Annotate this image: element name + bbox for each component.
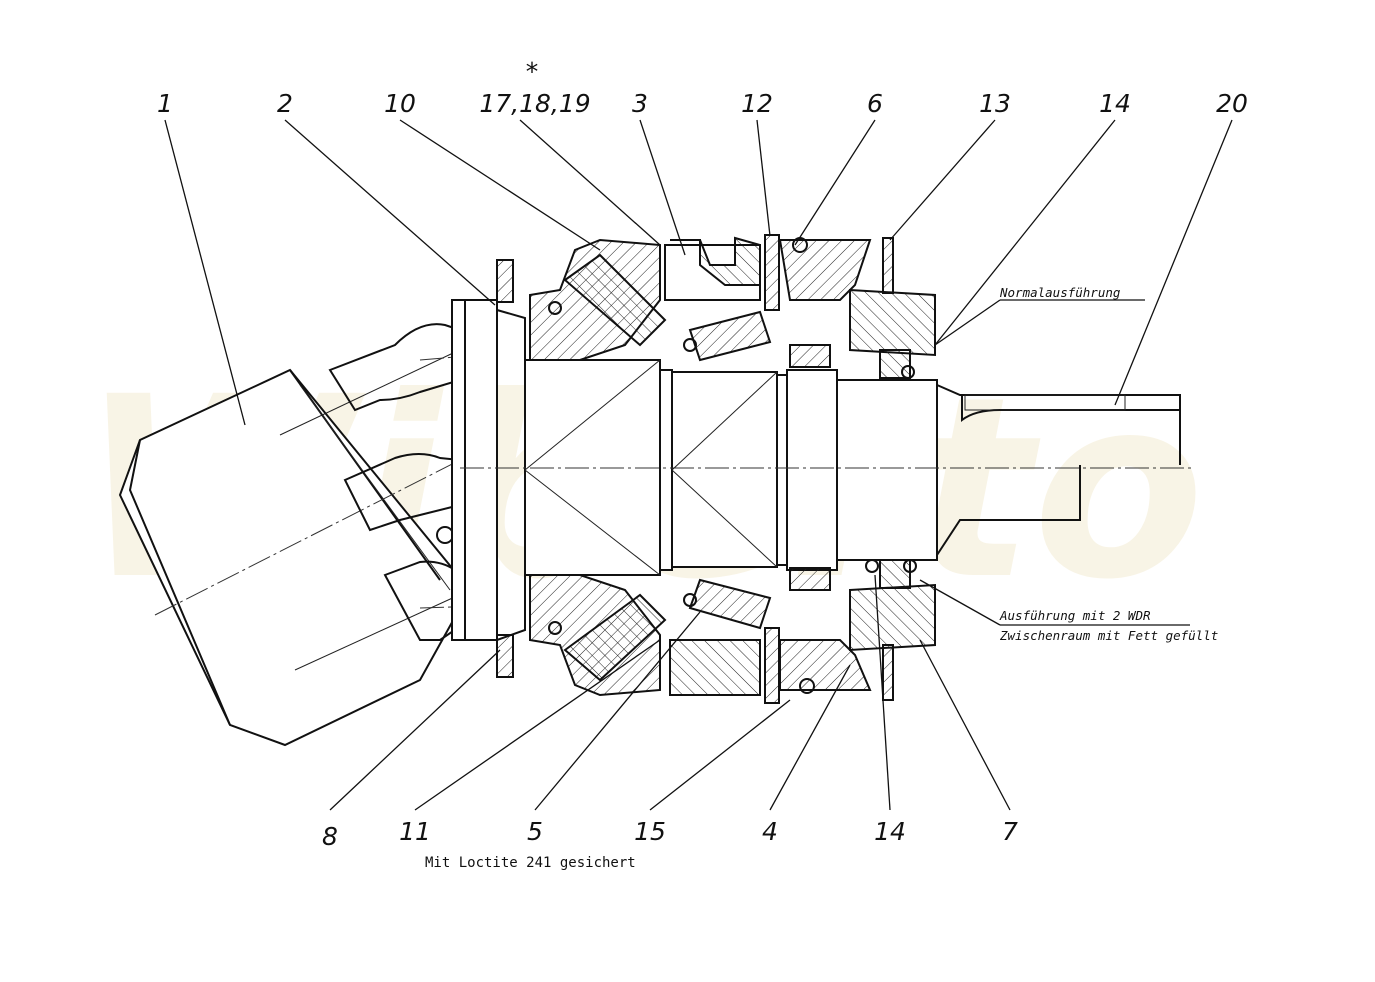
callout-11: 11 <box>399 817 431 846</box>
callout-13: 13 <box>979 89 1011 118</box>
callout-5: 5 <box>527 817 543 846</box>
top-label-row: 1 2 10 17,18,19 3 12 6 13 14 20 <box>157 89 1248 118</box>
motor-flange <box>451 259 526 678</box>
callout-20: 20 <box>1216 89 1248 118</box>
callout-7: 7 <box>1002 817 1018 846</box>
callout-14-top: 14 <box>1099 89 1131 118</box>
note-grease-filled: Zwischenraum mit Fett gefüllt <box>999 628 1218 643</box>
callout-3: 3 <box>632 89 648 118</box>
note-loctite: Mit Loctite 241 gesichert <box>425 855 636 871</box>
callout-17-18-19: 17,18,19 <box>479 89 590 118</box>
drive-shaft <box>460 359 1195 576</box>
callout-4: 4 <box>762 817 778 846</box>
shaft-seals <box>789 344 917 591</box>
leader-lines <box>164 119 1233 811</box>
callout-2: 2 <box>277 89 293 118</box>
callout-1: 1 <box>157 89 173 118</box>
callout-6: 6 <box>867 89 883 118</box>
bottom-label-row: 8 11 5 15 4 14 7 <box>322 817 1018 851</box>
callout-10: 10 <box>384 89 416 118</box>
taper-bearings <box>548 253 772 682</box>
callout-8: 8 <box>322 822 338 851</box>
callout-14-bottom: 14 <box>874 817 906 846</box>
note-normal-version: Normalausführung <box>999 285 1120 300</box>
motor-housing <box>118 344 472 747</box>
note-option-2-seals: Ausführung mit 2 WDR <box>999 608 1151 623</box>
callout-12: 12 <box>741 89 773 118</box>
callout-15: 15 <box>634 817 666 846</box>
star-marker: * <box>526 57 539 86</box>
